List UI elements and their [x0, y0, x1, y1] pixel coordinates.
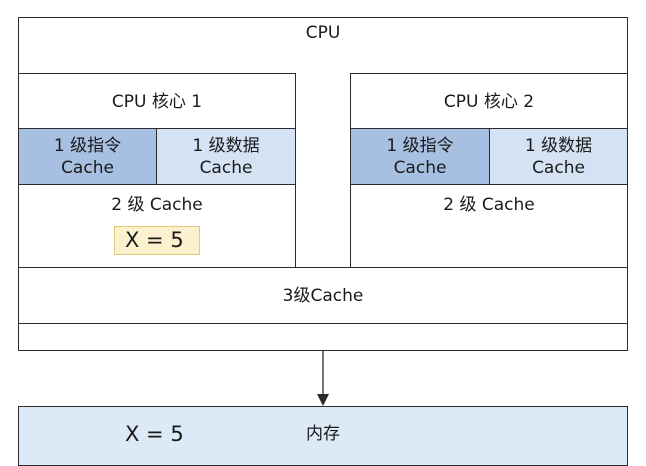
core-2-title: CPU 核心 2 — [443, 92, 535, 112]
core-2-l1-instruction-line-2: Cache — [393, 157, 447, 178]
core-1-title: CPU 核心 1 — [111, 92, 203, 112]
cpu-top-band — [18, 17, 628, 74]
core-2-l1-data-line-2: Cache — [532, 157, 585, 178]
core-1-l1-instruction-line-2: Cache — [61, 157, 114, 178]
core-1-l1-data-line-1: 1 级数据 — [192, 135, 260, 156]
core-1-l1-data-line-2: Cache — [199, 157, 253, 178]
memory-label: 内存 — [306, 424, 340, 444]
core-2-l1-instruction-cache: 1 级指令 Cache — [350, 128, 490, 185]
memory-x-value: X = 5 — [125, 422, 184, 446]
core-1-l1-instruction-line-1: 1 级指令 — [53, 135, 122, 156]
core-1-l1-data-cache: 1 级数据 Cache — [156, 128, 296, 185]
core-1-l1-instruction-cache: 1 级指令 Cache — [18, 128, 157, 185]
l3-cache-label: 3级Cache — [282, 286, 364, 306]
core-2-l1-data-line-1: 1 级数据 — [524, 135, 593, 156]
core-2-l1-data-cache: 1 级数据 Cache — [489, 128, 628, 185]
core-2-l2-cache: 2 级 Cache — [443, 195, 535, 215]
core-1-l2-cache: 2 级 Cache — [111, 195, 203, 215]
arrow-down-icon — [317, 350, 329, 406]
l3-cache — [18, 267, 628, 324]
core-2-l1-instruction-line-1: 1 级指令 — [386, 135, 454, 156]
core-1-x-value: X = 5 — [114, 226, 200, 255]
cpu-title: CPU — [305, 23, 341, 43]
